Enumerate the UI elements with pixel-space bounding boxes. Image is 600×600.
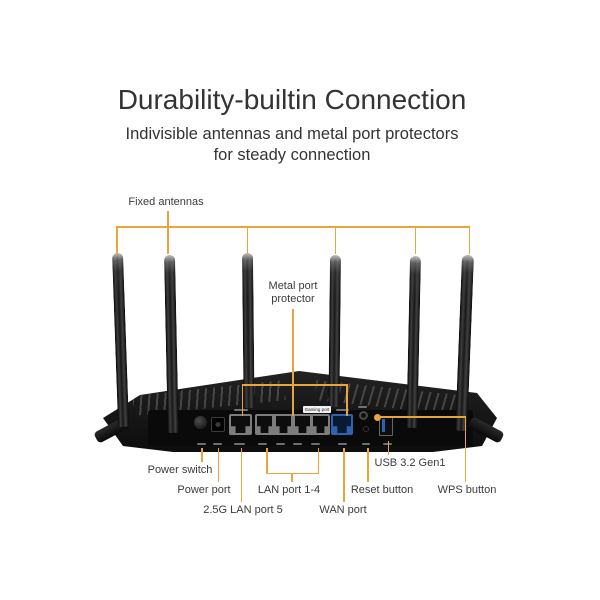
label-wps: WPS button [437, 484, 497, 496]
label-power-port: Power port [177, 484, 231, 496]
callout-line [379, 416, 465, 418]
label-usb: USB 3.2 Gen1 [374, 457, 446, 469]
silkscreen-mark [358, 406, 367, 408]
callout-line [116, 226, 118, 254]
label-lan-5: 2.5G LAN port 5 [203, 504, 283, 516]
silkscreen-mark [234, 443, 245, 445]
label-fixed-antennas: Fixed antennas [128, 196, 204, 208]
wan-port [331, 414, 353, 435]
label-reset: Reset button [350, 484, 414, 496]
silkscreen-mark [258, 443, 267, 445]
callout-line [241, 384, 348, 386]
callout-line [464, 416, 467, 482]
callout-dot-wps [374, 413, 381, 421]
callout-line [346, 384, 348, 416]
page-subtitle: Indivisible antennas and metal port prot… [0, 124, 584, 166]
silkscreen-mark [276, 443, 285, 445]
silkscreen-mark [213, 443, 222, 445]
router-body [103, 371, 497, 452]
gaming-port-badge: Gaming port [303, 406, 331, 413]
callout-line [240, 448, 243, 502]
callout-line [367, 448, 369, 482]
label-metal-port-protector: Metal port protector [268, 280, 318, 305]
label-power-switch: Power switch [147, 464, 213, 476]
silkscreen-mark [311, 443, 320, 445]
callout-line [266, 448, 268, 474]
subtitle-line-1: Indivisible antennas and metal port prot… [125, 125, 459, 143]
callout-line [387, 441, 390, 455]
reset-pinhole [363, 426, 369, 432]
silkscreen-mark [293, 443, 302, 445]
usb-port [379, 416, 393, 436]
page-title: Durability-builtin Connection [117, 84, 467, 115]
callout-line [468, 226, 471, 254]
callout-line [291, 472, 293, 482]
power-port [211, 417, 225, 432]
callout-line [334, 226, 337, 254]
heading-group: Durability-builtin Connection Indivisibl… [0, 0, 584, 166]
subtitle-line-2: for steady connection [213, 146, 371, 164]
rj45-jack [333, 416, 351, 433]
silkscreen-mark [234, 409, 248, 411]
callout-line [217, 448, 220, 482]
label-lan-1-4: LAN port 1-4 [257, 484, 321, 496]
usb-tongue [382, 419, 385, 432]
rj45-jack [276, 416, 291, 433]
silkscreen-mark [197, 443, 206, 445]
callout-line [241, 384, 244, 416]
callout-line [116, 226, 470, 228]
antenna [112, 252, 130, 428]
callout-line [167, 226, 169, 254]
rj45-jack [231, 416, 250, 433]
callout-line [292, 309, 294, 416]
callout-line [246, 226, 249, 254]
callout-line [167, 211, 169, 227]
wps-button [359, 411, 368, 420]
rj45-jack [313, 416, 328, 433]
callout-line [414, 226, 417, 254]
power-switch [194, 416, 207, 429]
antenna [164, 254, 179, 434]
lan-ports-1-4 [255, 414, 330, 435]
callout-line [317, 448, 320, 474]
label-wan: WAN port [319, 504, 367, 516]
lan-port-5 [229, 414, 252, 435]
rj45-jack [257, 416, 272, 433]
callout-line [201, 448, 203, 462]
silkscreen-mark [362, 443, 370, 445]
silkscreen-mark [338, 443, 347, 445]
rj45-jack [295, 416, 310, 433]
silkscreen-mark [336, 409, 349, 411]
callout-line [343, 448, 345, 502]
